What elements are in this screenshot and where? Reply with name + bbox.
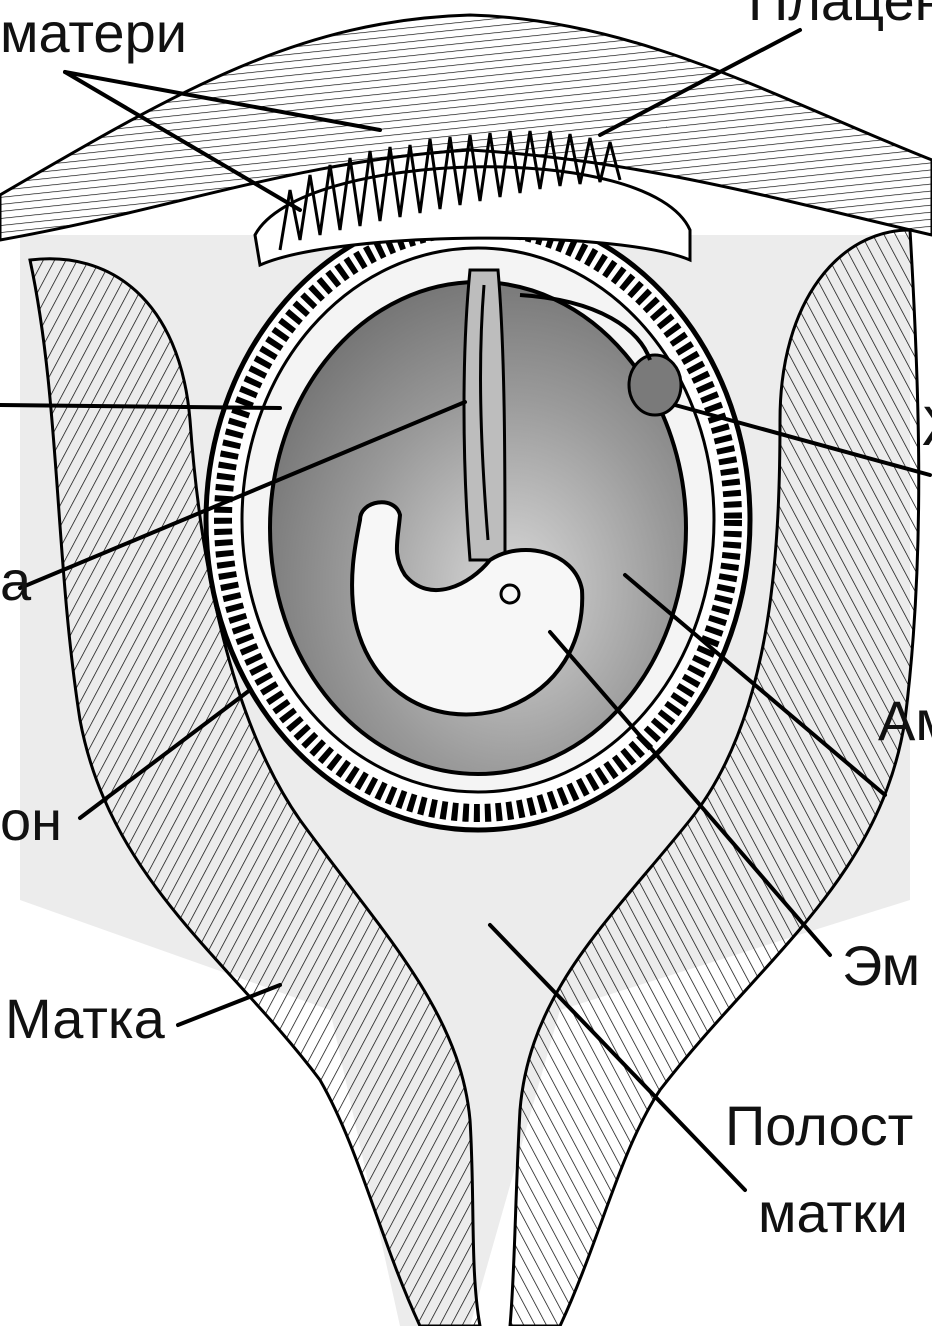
label-cavity-line2: матки	[758, 1181, 908, 1244]
label-embryo: Эм	[842, 934, 920, 997]
label-chorion: он	[0, 789, 62, 852]
label-mother: матери	[0, 1, 187, 64]
label-yolk-sac: Ж	[922, 394, 932, 457]
label-cavity-line1: Полост	[725, 1094, 913, 1157]
yolk-sac	[629, 355, 681, 415]
umbilical-cord	[464, 270, 505, 560]
label-umbilical-cord: а	[0, 549, 32, 612]
label-amnion: Ам	[878, 689, 932, 752]
label-uterus: Матка	[5, 987, 166, 1050]
label-placenta: Плацен	[748, 0, 932, 32]
